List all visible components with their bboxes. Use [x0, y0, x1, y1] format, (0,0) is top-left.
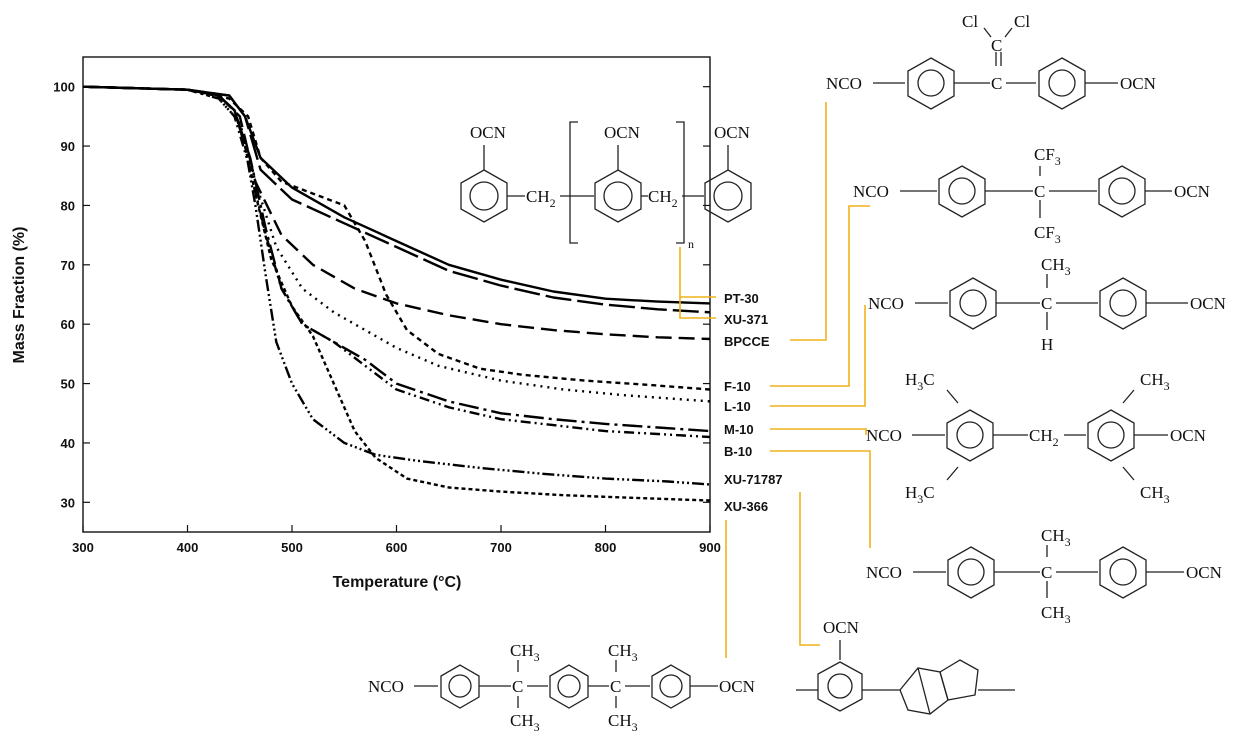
x-tick-label: 900: [699, 540, 721, 555]
svg-text:NCO: NCO: [826, 74, 862, 93]
leader-b10: [770, 450, 871, 548]
svg-text:H: H: [1041, 335, 1053, 354]
svg-text:NCO: NCO: [368, 677, 404, 696]
svg-text:C: C: [1041, 294, 1052, 313]
series-line-xu-371: [83, 85, 710, 314]
svg-text:Cl: Cl: [1014, 12, 1030, 31]
svg-text:OCN: OCN: [1190, 294, 1226, 313]
svg-text:CH3: CH3: [1041, 526, 1071, 549]
svg-text:OCN: OCN: [823, 618, 859, 637]
structure-xu366: NCO C CH3 CH3 C CH3 CH3 OCN: [368, 641, 755, 733]
label-b10: B-10: [724, 444, 752, 459]
y-axis-ticks: 30 40 50 60 70 80 90 100: [53, 80, 710, 510]
svg-text:C: C: [991, 36, 1002, 55]
svg-text:OCN: OCN: [719, 677, 755, 696]
svg-text:CH2: CH2: [526, 187, 556, 210]
svg-text:CH2: CH2: [1029, 426, 1059, 449]
svg-text:CF3: CF3: [1034, 223, 1061, 246]
series-labels: PT-30 XU-371 BPCCE F-10 L-10 M-10 B-10 X…: [724, 291, 783, 514]
structure-bpcce: NCO C C Cl Cl OCN: [826, 12, 1156, 110]
label-m10: M-10: [724, 422, 754, 437]
leader-bpcce: [790, 102, 827, 341]
leader-l10: [770, 305, 866, 407]
leader-xu71787: [799, 492, 820, 646]
svg-text:NCO: NCO: [853, 182, 889, 201]
x-axis-title: Temperature (°C): [333, 574, 462, 591]
series-line-l-10: [83, 85, 710, 403]
svg-text:C: C: [512, 677, 523, 696]
svg-text:NCO: NCO: [868, 294, 904, 313]
x-axis-ticks: 300 400 500 600 700 800 900: [72, 525, 721, 555]
label-bpcce: BPCCE: [724, 334, 770, 349]
x-tick-label: 700: [490, 540, 512, 555]
structure-b10: NCO C CH3 CH3 OCN: [866, 526, 1222, 626]
y-axis-title: Mass Fraction (%): [11, 227, 28, 364]
svg-text:n: n: [688, 237, 694, 251]
series-line-b-10: [83, 85, 710, 439]
label-pt30: PT-30: [724, 291, 759, 306]
svg-text:CH3: CH3: [510, 711, 540, 733]
x-tick-label: 400: [177, 540, 199, 555]
label-xu71787: XU-71787: [724, 472, 783, 487]
label-xu366: XU-366: [724, 499, 768, 514]
svg-text:OCN: OCN: [604, 123, 640, 142]
label-f10: F-10: [724, 379, 751, 394]
svg-text:OCN: OCN: [1170, 426, 1206, 445]
structure-f10: NCO C CF3 CF3 OCN: [853, 145, 1210, 246]
svg-text:C: C: [1034, 182, 1045, 201]
x-tick-label: 500: [281, 540, 303, 555]
svg-text:OCN: OCN: [714, 123, 750, 142]
series-line-xu-366: [83, 85, 710, 502]
svg-text:NCO: NCO: [866, 563, 902, 582]
structure-pt30: OCN CH2 OCN CH2 n OCN: [460, 121, 752, 251]
svg-text:CH3: CH3: [1041, 255, 1071, 278]
label-l10: L-10: [724, 399, 751, 414]
y-tick-label: 90: [61, 139, 75, 154]
svg-text:NCO: NCO: [866, 426, 902, 445]
y-tick-label: 70: [61, 258, 75, 273]
x-tick-label: 800: [595, 540, 617, 555]
svg-text:H3C: H3C: [905, 370, 935, 393]
svg-text:OCN: OCN: [470, 123, 506, 142]
y-tick-label: 80: [61, 198, 75, 213]
x-tick-label: 600: [386, 540, 408, 555]
svg-text:OCN: OCN: [1186, 563, 1222, 582]
svg-text:OCN: OCN: [1174, 182, 1210, 201]
svg-text:CH2: CH2: [648, 187, 678, 210]
svg-text:C: C: [1041, 563, 1052, 582]
svg-text:C: C: [991, 74, 1002, 93]
label-xu371: XU-371: [724, 312, 768, 327]
series-line-pt-30: [83, 85, 710, 305]
svg-text:CF3: CF3: [1034, 145, 1061, 168]
leader-lines: [679, 102, 871, 658]
svg-text:CH3: CH3: [608, 641, 638, 664]
svg-text:CH3: CH3: [1140, 370, 1170, 393]
series-group: [83, 85, 710, 502]
svg-text:CH3: CH3: [1041, 603, 1071, 626]
y-tick-label: 60: [61, 317, 75, 332]
svg-text:OCN: OCN: [1120, 74, 1156, 93]
svg-text:CH3: CH3: [510, 641, 540, 664]
y-tick-label: 100: [53, 80, 75, 95]
svg-text:Cl: Cl: [962, 12, 978, 31]
structure-l10: NCO C CH3 H OCN: [868, 255, 1226, 354]
leader-m10: [770, 428, 867, 435]
y-tick-label: 30: [61, 495, 75, 510]
x-tick-label: 300: [72, 540, 94, 555]
svg-text:CH3: CH3: [608, 711, 638, 733]
svg-text:H3C: H3C: [905, 483, 935, 506]
structure-xu71787: OCN: [796, 618, 1015, 715]
y-tick-label: 50: [61, 377, 75, 392]
leader-xu371: [679, 297, 716, 319]
svg-text:C: C: [610, 677, 621, 696]
y-tick-label: 40: [61, 436, 75, 451]
series-line-f-10: [83, 85, 710, 391]
structure-m10: H3C H3C NCO CH2 CH3 CH3 OCN: [866, 370, 1206, 506]
leader-f10: [770, 205, 870, 387]
svg-text:CH3: CH3: [1140, 483, 1170, 506]
